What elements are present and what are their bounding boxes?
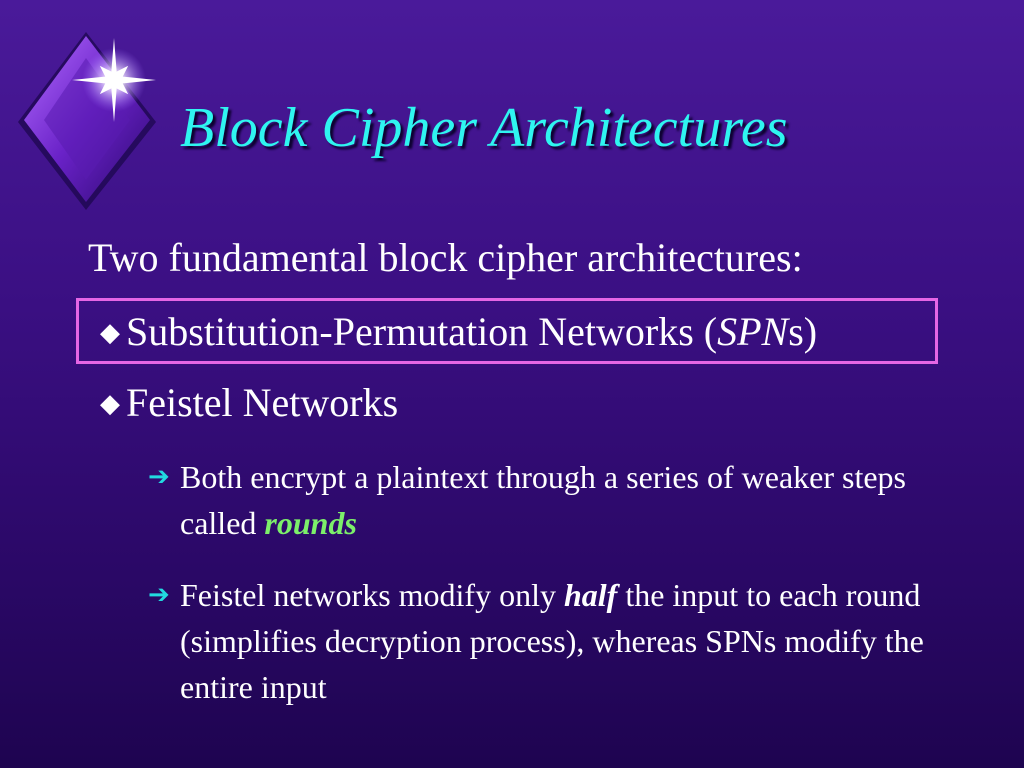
rounds-emphasis: rounds	[264, 505, 357, 541]
half-emphasis: half	[563, 577, 618, 613]
bullet-spn-text: Substitution-Permutation Networks (	[126, 309, 718, 354]
subbullet-feistel-half: ➔ Feistel networks modify only half the …	[148, 572, 938, 710]
bullet-feistel-text: Feistel Networks	[126, 380, 399, 425]
arrow-right-icon: ➔	[148, 580, 170, 609]
bullet-spn: ◆Substitution-Permutation Networks (SPNs…	[100, 307, 817, 358]
diamond-star-icon	[18, 32, 156, 210]
bullet-spn-suffix: s)	[788, 309, 818, 354]
bullet-feistel: ◆Feistel Networks	[100, 378, 398, 429]
subbullet-rounds-text: Both encrypt a plaintext through a serie…	[180, 454, 938, 546]
arrow-right-icon: ➔	[148, 462, 170, 491]
intro-text: Two fundamental block cipher architectur…	[88, 235, 803, 280]
subbullet-feistel-before: Feistel networks modify only	[180, 577, 564, 613]
diamond-bullet-icon: ◆	[100, 318, 120, 347]
slide-title: Block Cipher Architectures	[180, 97, 788, 159]
bullet-spn-italic: SPN	[717, 309, 789, 354]
subbullet-rounds-before: Both encrypt a plaintext through a serie…	[180, 459, 906, 541]
subbullet-feistel-after: the input to each round (simplifies decr…	[180, 577, 924, 705]
highlight-box	[76, 298, 938, 364]
subbullet-rounds: ➔ Both encrypt a plaintext through a ser…	[148, 454, 938, 546]
diamond-bullet-icon: ◆	[100, 389, 120, 418]
subbullet-feistel-text: Feistel networks modify only half the in…	[180, 572, 938, 710]
